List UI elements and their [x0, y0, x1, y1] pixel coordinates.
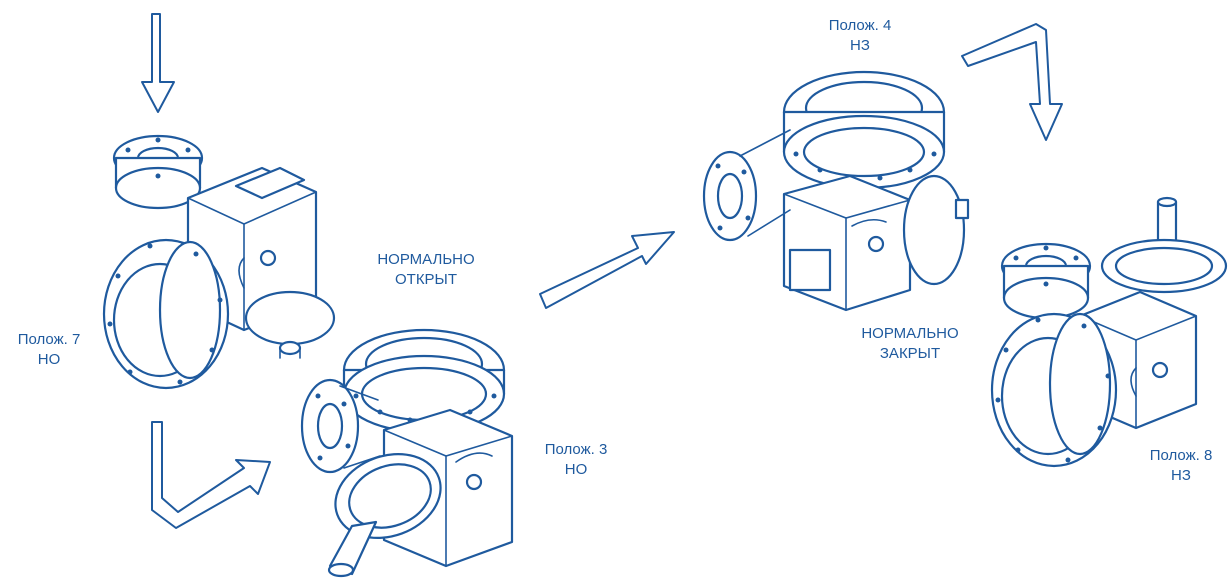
label-normally-open-line1: НОРМАЛЬНО — [377, 251, 475, 268]
label-position-4-line1: Полож. 4 — [828, 17, 892, 34]
label-normally-closed-line1: НОРМАЛЬНО — [861, 325, 959, 342]
bent-arrow-icon — [151, 421, 271, 529]
label-position-4-line2: НЗ — [850, 37, 870, 54]
down-arrow-icon — [141, 13, 175, 113]
valve-position-3 — [300, 328, 514, 578]
label-normally-open: НОРМАЛЬНО ОТКРЫТ — [356, 250, 496, 290]
hook-arrow-icon — [961, 23, 1063, 141]
label-position-4: Полож. 4 НЗ — [812, 16, 908, 56]
label-normally-closed-line2: ЗАКРЫТ — [879, 345, 941, 362]
valve-position-7 — [102, 134, 336, 390]
label-normally-closed: НОРМАЛЬНО ЗАКРЫТ — [840, 324, 980, 364]
label-position-8-line2: НЗ — [1171, 467, 1191, 484]
label-normally-open-line2: ОТКРЫТ — [394, 271, 457, 288]
label-position-3-line1: Полож. 3 — [544, 441, 608, 458]
label-position-3: Полож. 3 НО — [528, 440, 624, 480]
label-position-7-line1: Полож. 7 — [17, 331, 81, 348]
label-position-8-line1: Полож. 8 — [1149, 447, 1213, 464]
valve-position-8 — [990, 196, 1228, 468]
diagonal-arrow-icon — [539, 231, 675, 309]
label-position-8: Полож. 8 НЗ — [1134, 446, 1228, 486]
label-position-7-line2: НО — [37, 351, 61, 368]
label-position-3-line2: НО — [564, 461, 588, 478]
label-position-7: Полож. 7 НО — [4, 330, 94, 370]
valve-position-4 — [702, 70, 970, 312]
